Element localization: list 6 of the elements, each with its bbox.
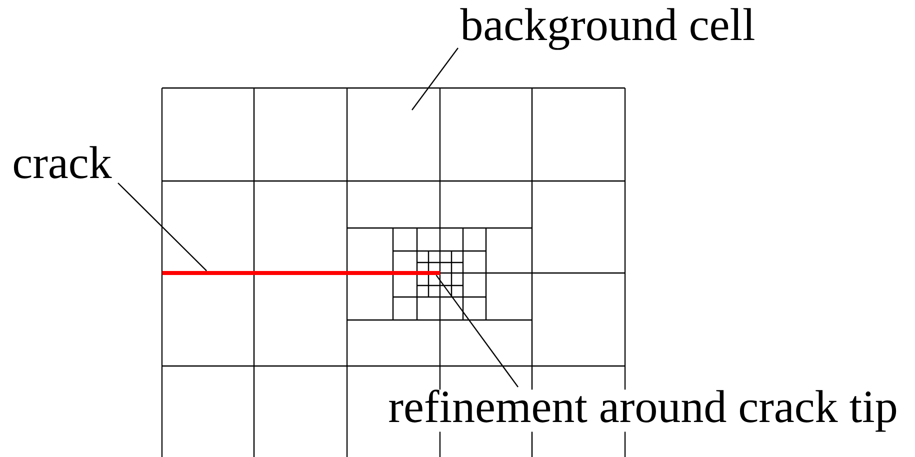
leader-line xyxy=(412,48,458,110)
leader-line xyxy=(436,274,518,388)
label: background cell xyxy=(460,8,756,50)
label: crack xyxy=(12,146,112,178)
label: refinement around crack tip xyxy=(388,390,898,432)
leader-line xyxy=(118,182,207,272)
